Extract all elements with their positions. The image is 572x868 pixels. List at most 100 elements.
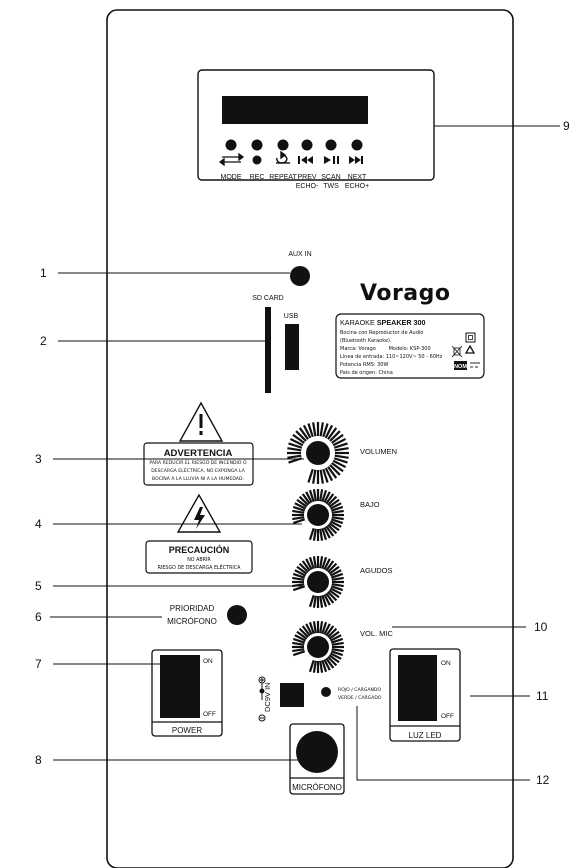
knob-knurl-mark — [330, 585, 344, 592]
luz-led-on-label: ON — [441, 660, 451, 667]
volumen-label: VOLUMEN — [360, 447, 397, 456]
knob-knurl-mark — [330, 572, 344, 579]
knob-knurl-mark — [332, 437, 347, 447]
lightning-triangle-icon — [176, 493, 222, 533]
knob-knurl-mark — [332, 459, 347, 469]
aux-in-jack[interactable] — [290, 266, 310, 286]
next-label: NEXT — [348, 174, 367, 181]
mic-priority-button[interactable] — [227, 605, 247, 625]
luz-led-switch[interactable] — [398, 655, 437, 721]
knob-knurl-mark — [294, 502, 307, 510]
crossed-bin-icon — [451, 345, 463, 358]
knob-knurl-mark — [331, 583, 344, 588]
callout-3: 3 — [35, 452, 42, 466]
rec-button[interactable] — [251, 139, 263, 151]
callout-2: 2 — [40, 334, 47, 348]
mic-jack[interactable] — [296, 731, 338, 773]
usb-port[interactable] — [285, 324, 299, 370]
knob-knurl-mark — [325, 592, 335, 604]
previous-track-icon — [298, 156, 313, 164]
power-off-label: OFF — [203, 711, 216, 718]
knob-knurl-mark — [292, 516, 305, 521]
advertencia-title: ADVERTENCIA — [164, 448, 233, 459]
knob-knurl-mark — [328, 630, 340, 640]
bajo-knob[interactable] — [292, 489, 344, 541]
callout-6: 6 — [35, 610, 42, 624]
spec-title-bold: SPEAKER 300 — [377, 318, 426, 327]
advertencia-line-1: PARA REDUCIR EL RIESGO DE INCENDIO O — [149, 460, 247, 466]
next-button[interactable] — [351, 139, 363, 151]
prev-button[interactable] — [301, 139, 313, 151]
knob-cap — [307, 571, 329, 593]
record-dot-icon — [252, 155, 262, 165]
knob-knurl-mark — [321, 489, 328, 503]
knob-knurl-mark — [325, 493, 335, 505]
mode-arrows-icon — [218, 152, 245, 167]
mic-priority-line-2: MICRÓFONO — [167, 617, 217, 626]
dc-in-port[interactable] — [280, 683, 304, 707]
knob-knurl-mark — [329, 569, 342, 577]
spec-line-5: Potencia RMS: 30W — [340, 362, 388, 368]
knob-knurl-mark — [323, 593, 331, 606]
knob-knurl-mark — [327, 562, 338, 573]
knob-knurl-mark — [319, 621, 324, 634]
advertencia-line-3: BOCINA A LA LLUVIA NI A LA HUMEDAD. — [152, 476, 244, 482]
knob-knurl-mark — [319, 422, 324, 437]
knob-knurl-mark — [312, 422, 317, 437]
recycle-icon — [464, 344, 476, 354]
display-frame — [197, 69, 435, 181]
sd-card-slot[interactable] — [265, 307, 271, 393]
knob-knurl-mark — [298, 495, 309, 506]
knob-knurl-mark — [308, 659, 315, 673]
knob-knurl-mark — [328, 654, 340, 664]
knob-knurl-mark — [292, 509, 305, 514]
mode-label: MODE — [221, 174, 242, 181]
knob-knurl-mark — [308, 527, 315, 541]
brand-logo: Vorago — [360, 281, 451, 306]
spec-label-box — [335, 313, 485, 379]
knob-knurl-mark — [296, 498, 308, 508]
knob-knurl-mark — [296, 565, 308, 575]
knob-knurl-mark — [331, 641, 344, 646]
knob-knurl-mark — [324, 424, 334, 439]
knob-knurl-mark — [289, 437, 304, 447]
charge-status-1: ROJO / CARGANDO — [338, 687, 381, 693]
rec-label: REC — [250, 174, 265, 181]
knob-knurl-mark — [312, 621, 317, 634]
knob-knurl-mark — [292, 650, 306, 657]
power-switch[interactable] — [160, 655, 200, 718]
knob-knurl-mark — [288, 442, 303, 449]
knob-knurl-mark — [287, 454, 302, 459]
knob-knurl-mark — [333, 442, 348, 449]
knob-knurl-mark — [328, 498, 340, 508]
knob-knurl-mark — [305, 623, 313, 636]
knob-knurl-mark — [292, 518, 306, 525]
knob-knurl-mark — [319, 595, 324, 608]
vol-mic-knob[interactable] — [292, 621, 344, 673]
callout-10: 10 — [534, 620, 548, 634]
scan-button[interactable] — [325, 139, 337, 151]
knob-knurl-mark — [329, 502, 342, 510]
knob-knurl-mark — [292, 585, 306, 592]
knob-knurl-mark — [327, 466, 338, 479]
mode-button[interactable] — [225, 139, 237, 151]
volumen-knob[interactable] — [287, 422, 349, 484]
spec-title-prefix: KARAOKE — [340, 318, 375, 327]
knob-knurl-mark — [331, 433, 344, 444]
knob-knurl-mark — [334, 454, 349, 459]
knob-knurl-mark — [296, 630, 308, 640]
agudos-knob[interactable] — [292, 556, 344, 608]
knob-knurl-mark — [308, 489, 315, 503]
scan-label: SCAN — [321, 174, 340, 181]
repeat-button[interactable] — [277, 139, 289, 151]
knob-knurl-mark — [328, 522, 340, 532]
knob-knurl-mark — [292, 572, 306, 579]
spec-line-2: (Bluetooth Karaoke). — [340, 338, 392, 344]
knob-knurl-mark — [312, 660, 317, 673]
knob-knurl-mark — [308, 556, 315, 570]
advertencia-box — [143, 442, 254, 486]
knob-knurl-mark — [327, 591, 338, 602]
prev-label: PREV — [297, 174, 316, 181]
scan-label-2: TWS — [323, 183, 339, 190]
